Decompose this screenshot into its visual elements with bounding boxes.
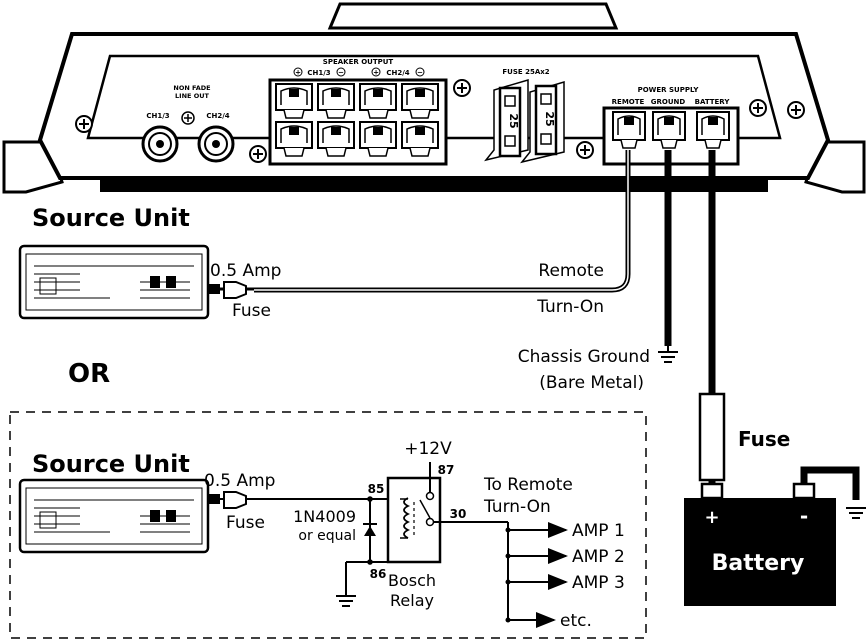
power-terminals	[612, 111, 730, 149]
speaker-terminal	[275, 83, 313, 119]
relay-source-unit-title: Source Unit	[32, 450, 190, 478]
to-remote-label: To Remote	[483, 475, 573, 495]
speaker-terminal	[359, 121, 397, 157]
speaker-terminal	[359, 83, 397, 119]
diode-icon	[363, 523, 377, 536]
battery: + - Battery	[684, 466, 866, 606]
relay-fuse-amp: 0.5 Amp	[204, 471, 275, 491]
diode-equal-label: or equal	[298, 528, 356, 544]
screw-icon	[249, 145, 267, 163]
amp-output-label: AMP 1	[572, 521, 625, 541]
head-unit-icon	[18, 478, 220, 554]
pin-85-label: 85	[368, 482, 385, 496]
top-fuse-amp: 0.5 Amp	[210, 261, 281, 281]
relay-contact-30	[425, 517, 435, 527]
battery-minus-label: -	[800, 504, 808, 528]
turn-on-relay-label: Turn-On	[483, 497, 551, 517]
fuse-rating-label: FUSE 25Ax2	[502, 68, 549, 76]
pin-30-label: 30	[450, 507, 467, 521]
inline-fuse-label: Fuse	[738, 427, 790, 451]
relay-fuse-label: Fuse	[226, 513, 265, 533]
screw-icon	[749, 99, 767, 117]
ground-symbol-icon	[336, 595, 356, 607]
relay-brand-label: Bosch	[388, 571, 436, 590]
speaker-terminal	[401, 83, 439, 119]
remote-terminal	[612, 111, 646, 149]
rca-ch2-label: CH2/4	[206, 112, 229, 120]
relay-contact-87	[425, 491, 435, 501]
battery-positive-post	[700, 482, 724, 500]
ground-symbol-icon	[658, 346, 678, 363]
svg-text:−: −	[338, 69, 344, 77]
battery-body	[684, 498, 836, 606]
relay-type-label: Relay	[390, 591, 434, 610]
fuse-icon: 25	[484, 78, 529, 162]
battery-plus-label: +	[704, 507, 719, 528]
screw-icon	[576, 141, 594, 159]
amp-outputs: AMP 1 AMP 2 AMP 3 etc.	[505, 521, 625, 631]
inline-fuse-small-icon	[223, 281, 247, 299]
fuse-value-right: 25	[543, 111, 556, 126]
remote-label: Remote	[538, 261, 604, 281]
top-fuse-label: Fuse	[232, 301, 271, 321]
ground-terminal	[652, 111, 686, 149]
relay-switch-arm	[419, 499, 431, 519]
speaker-terminal	[317, 121, 355, 157]
relay-coil-icon	[403, 497, 411, 539]
rca-jack-icon	[197, 125, 235, 163]
battery-terminal	[696, 111, 730, 149]
amplifier: NON FADE LINE OUT CH1/3 CH2/4 SPEAKER OU…	[2, 2, 866, 194]
source-unit-title: Source Unit	[32, 204, 190, 232]
fuse-icon: 25	[520, 80, 565, 164]
or-label: OR	[68, 359, 110, 389]
inline-fuse-small-icon	[223, 491, 247, 509]
speaker-terminal	[401, 121, 439, 157]
rca-ch1-label: CH1/3	[146, 112, 169, 120]
speaker-output-label: SPEAKER OUTPUT	[323, 58, 394, 66]
turn-on-label: Turn-On	[536, 297, 604, 317]
diode-part-label: 1N4009	[293, 507, 356, 526]
pin-86-label: 86	[370, 567, 387, 581]
power-supply-label: POWER SUPPLY	[638, 86, 700, 94]
amp-output-label: etc.	[560, 611, 592, 631]
screw-icon	[75, 115, 93, 133]
speaker-ch1-label: CH1/3	[307, 69, 330, 77]
head-unit-icon	[18, 244, 220, 320]
speaker-terminals	[275, 83, 439, 157]
chassis-ground-label: Chassis Ground	[518, 347, 650, 367]
ground-terminal-label: GROUND	[651, 98, 686, 106]
speaker-terminal	[275, 121, 313, 157]
speaker-ch2-label: CH2/4	[386, 69, 409, 77]
pin-87-label: 87	[438, 463, 455, 477]
battery-negative-post	[792, 482, 816, 500]
amp-output-label: AMP 2	[572, 547, 625, 567]
fuse-value-left: 25	[507, 113, 520, 128]
svg-text:+: +	[295, 69, 301, 77]
screw-icon	[787, 101, 805, 119]
remote-terminal-label: REMOTE	[612, 98, 645, 106]
amplifier-base	[100, 178, 768, 192]
ground-symbol-icon	[846, 507, 866, 519]
speaker-terminal	[317, 83, 355, 119]
svg-text:+: +	[373, 69, 379, 77]
v12-label: +12V	[404, 439, 452, 459]
non-fade-label: NON FADE	[173, 84, 210, 92]
amplifier-top-rail	[327, 2, 619, 30]
rca-jack-icon	[141, 125, 179, 163]
battery-ground-strap	[800, 466, 860, 500]
svg-text:−: −	[417, 69, 423, 77]
line-out-label: LINE OUT	[175, 92, 210, 100]
screw-icon	[453, 79, 471, 97]
inline-fuse-icon	[698, 392, 726, 482]
battery-label: Battery	[712, 551, 805, 576]
battery-terminal-label: BATTERY	[695, 98, 731, 106]
bare-metal-label: (Bare Metal)	[539, 373, 644, 393]
screw-icon	[181, 111, 195, 125]
amp-output-label: AMP 3	[572, 573, 625, 593]
speaker-channel-labels: + CH1/3 − + CH2/4 −	[293, 67, 425, 77]
